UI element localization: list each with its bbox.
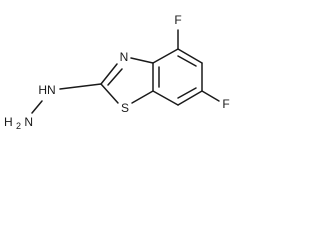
benzothiazole-structure-diagram: F F N S HN H 2 N <box>4 13 230 132</box>
atom-nitrogen-ring: N <box>120 50 129 64</box>
bond-c2-s <box>100 83 119 104</box>
bond-n-c2-double <box>107 68 123 86</box>
atom-hydrazine-nh2-subscript: 2 <box>16 121 21 131</box>
atom-sulfur: S <box>121 101 129 115</box>
bond-s-c7a <box>131 90 154 104</box>
bond-c3a-n <box>130 57 154 64</box>
bond-c6-f <box>201 90 220 102</box>
atom-hydrazine-nh2-h: H <box>4 115 13 129</box>
bond-c4-c5 <box>177 48 203 64</box>
atom-hydrazine-nh2: H 2 N <box>4 115 33 132</box>
atom-hydrazine-nh2-n: N <box>24 115 33 129</box>
bond-c4-c5-double <box>177 55 197 67</box>
bond-nh-nh2 <box>31 100 43 114</box>
bond-c3a-c4 <box>152 48 179 64</box>
bond-c6-c7-double <box>177 87 197 99</box>
bond-c6-c7 <box>177 90 203 106</box>
atom-hydrazine-nh: HN <box>38 83 55 97</box>
atom-fluorine-right: F <box>222 97 229 111</box>
atom-fluorine-top: F <box>174 13 181 27</box>
bond-n-c2 <box>100 63 118 85</box>
bond-c2-nh <box>59 83 102 90</box>
bond-c7-c7a <box>152 90 179 106</box>
